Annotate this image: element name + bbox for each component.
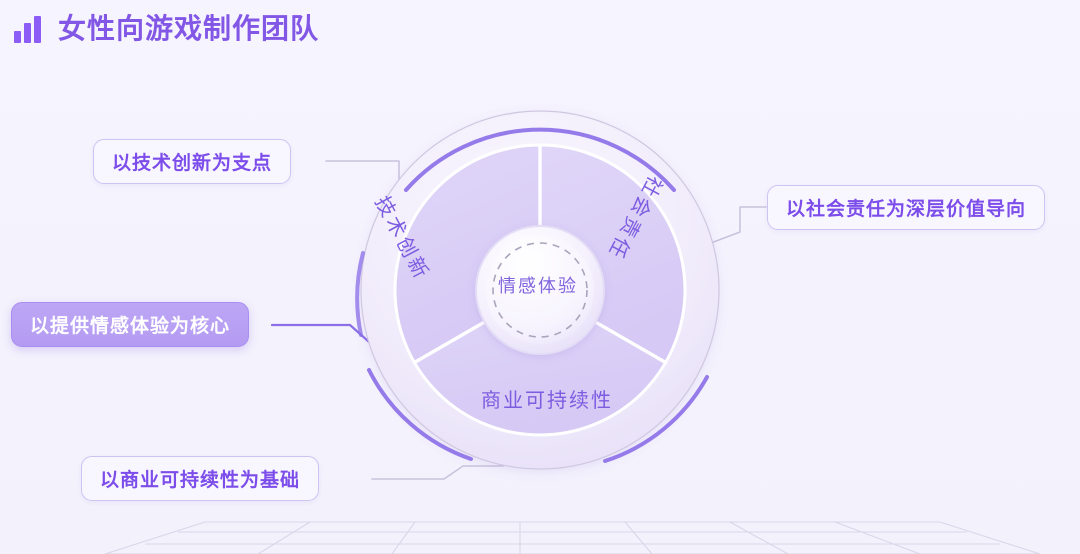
connector-biz [371, 465, 504, 480]
bar-chart-icon [14, 15, 44, 43]
core-dashed-circle [492, 242, 588, 338]
perspective-grid [104, 521, 1041, 554]
callout-biz[interactable]: 以商业可持续性为基础 [81, 456, 320, 501]
segment-label-biz: 商业可持续性 [481, 390, 613, 412]
callout-social[interactable]: 以社会责任为深层价值导向 [767, 185, 1046, 230]
connector-social [702, 206, 767, 247]
callout-core[interactable]: 以提供情感体验为核心 [11, 302, 250, 347]
page-title: 女性向游戏制作团队 [58, 13, 320, 44]
slide-header: 女性向游戏制作团队 [0, 0, 1080, 58]
core-label: 情感体验 [498, 276, 578, 296]
core-inner-circle [486, 236, 594, 344]
accent-arcs [355, 127, 709, 463]
callout-tech[interactable]: 以技术创新为支点 [93, 139, 292, 184]
